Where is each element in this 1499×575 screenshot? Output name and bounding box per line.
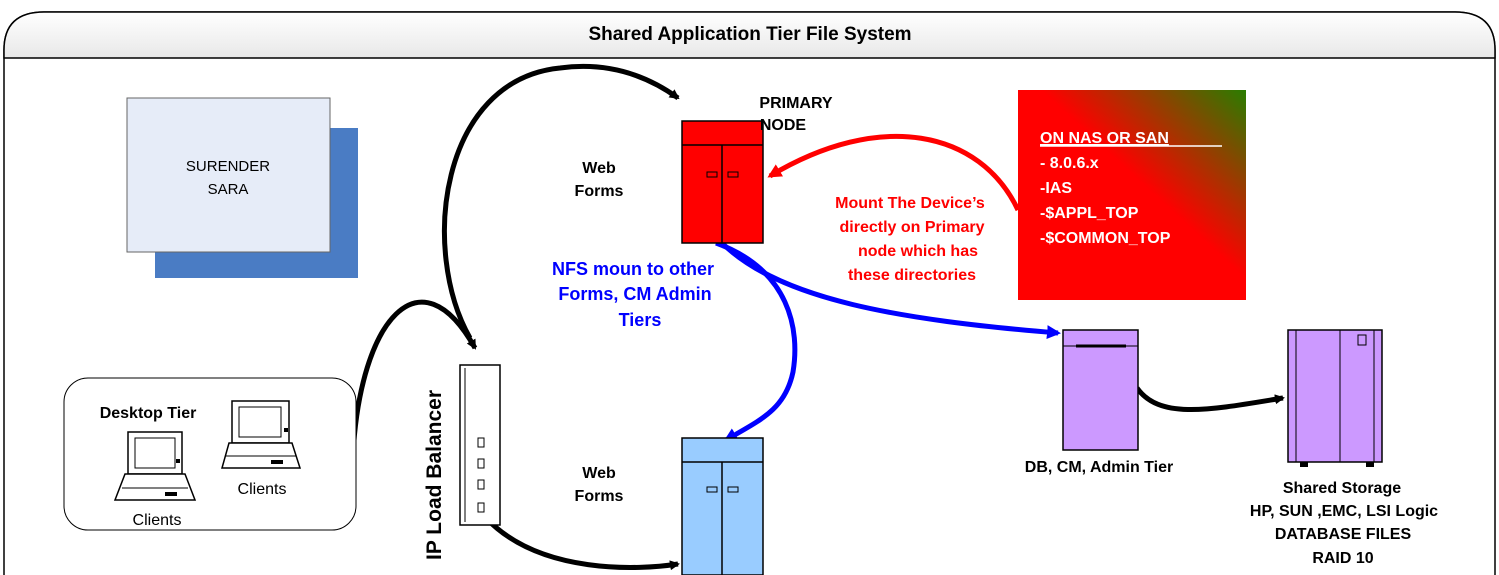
web-forms-bottom-label-1: Web — [582, 465, 616, 482]
nas-item-1: - 8.0.6.x — [1040, 155, 1099, 172]
arrow-desktop-to-lb — [350, 299, 478, 456]
db-tier-label: DB, CM, Admin Tier — [1025, 459, 1173, 476]
web-forms-server — [681, 437, 764, 575]
desktop-tier-title: Desktop Tier — [100, 405, 197, 422]
storage-line-3: DATABASE FILES — [1275, 526, 1412, 543]
author-line-2: SARA — [208, 181, 249, 198]
arrow-nas-to-primary — [767, 133, 1021, 212]
storage-line-4: RAID 10 — [1312, 550, 1373, 567]
nfs-note-1: NFS moun to other — [552, 259, 714, 279]
web-forms-top-label-1: Web — [582, 160, 616, 177]
author-box — [126, 97, 331, 253]
mount-note-1: Mount The Device’s — [835, 195, 985, 212]
primary-node-label-1: PRIMARY — [759, 95, 833, 112]
laptop-icon-left — [113, 431, 197, 501]
primary-node-label-2: NODE — [760, 117, 807, 134]
nas-item-4: -$COMMON_TOP — [1040, 230, 1171, 247]
desktop-tier-box — [63, 377, 357, 531]
mount-note-2: directly on Primary — [840, 219, 985, 236]
arrow-lb-to-web-bottom — [484, 516, 680, 571]
mount-note-4: these directories — [848, 267, 976, 284]
primary-server — [681, 120, 764, 244]
web-forms-top-label-2: Forms — [575, 183, 624, 200]
storage-line-2: HP, SUN ,EMC, LSI Logic — [1250, 503, 1438, 520]
nfs-note-2: Forms, CM Admin — [558, 284, 711, 304]
nfs-note-3: Tiers — [619, 310, 662, 330]
nas-item-2: -IAS — [1040, 180, 1072, 197]
arrow-db-to-storage — [1134, 386, 1285, 412]
db-server — [1062, 329, 1139, 451]
storage-array — [1287, 329, 1383, 467]
nas-san-box — [1018, 90, 1246, 300]
arrow-primary-to-db — [720, 241, 1061, 340]
arrow-lb-to-primary — [442, 64, 680, 340]
diagram-title: Shared Application Tier File System — [588, 24, 911, 45]
clients-label-right: Clients — [238, 481, 287, 498]
nas-heading: ON NAS OR SAN — [1040, 130, 1169, 147]
load-balancer — [459, 364, 501, 526]
nas-item-3: -$APPL_TOP — [1040, 205, 1139, 222]
laptop-icon-right — [221, 400, 302, 469]
load-balancer-label: IP Load Balancer — [423, 390, 446, 560]
arrow-primary-to-web-bottom — [715, 240, 798, 443]
title-bar — [3, 11, 1496, 59]
mount-note-3: node which has — [858, 243, 978, 260]
web-forms-bottom-label-2: Forms — [575, 488, 624, 505]
author-line-1: SURENDER — [186, 158, 270, 175]
clients-label-left: Clients — [133, 512, 182, 529]
storage-line-1: Shared Storage — [1283, 480, 1401, 497]
